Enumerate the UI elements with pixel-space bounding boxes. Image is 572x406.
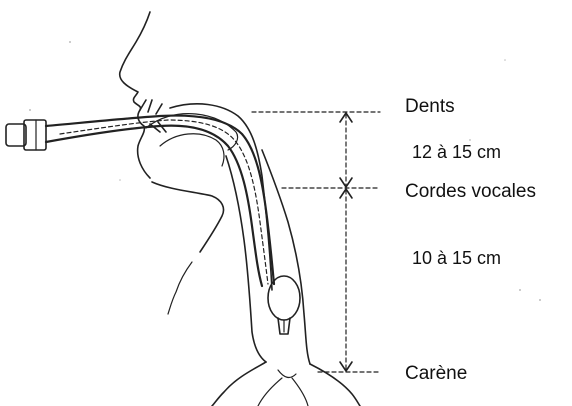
tongue: [160, 134, 224, 166]
tube-shaft-top: [46, 116, 274, 284]
tube-cuff: [268, 276, 300, 320]
bronchi-inner: [258, 378, 308, 406]
label-teeth: Dents: [405, 96, 455, 117]
carina-left-bronchus: [212, 362, 266, 406]
label-vocal-cords: Cordes vocales: [405, 181, 536, 202]
measurement-scale: [252, 112, 380, 372]
tube-pilot-line: [60, 120, 268, 284]
label-cords-to-carina: 10 à 15 cm: [412, 248, 501, 268]
jaw-line: [152, 182, 224, 252]
neck-back-line: [168, 262, 192, 314]
face-profile: [120, 12, 150, 178]
label-carina: Carène: [405, 363, 467, 384]
tube-shaft-bottom: [46, 126, 262, 286]
carina-right-bronchus: [310, 364, 360, 406]
label-teeth-to-cords: 12 à 15 cm: [412, 142, 501, 162]
carina-point: [278, 370, 296, 377]
tube-connector: [6, 120, 46, 150]
